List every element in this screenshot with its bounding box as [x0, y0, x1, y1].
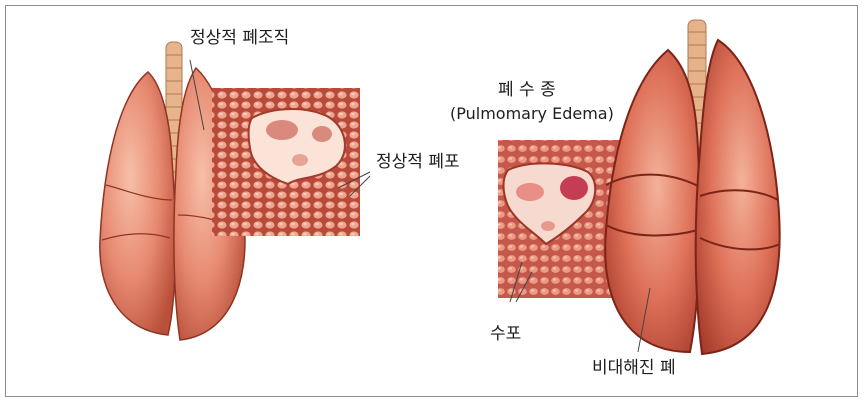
enlarged-right-lobe [696, 40, 780, 354]
label-enlarged-lung: 비대해진 폐 [592, 360, 676, 377]
normal-alveoli-inset [212, 88, 360, 236]
label-alveoli: 수포 [490, 326, 521, 343]
enlarged-left-lobe [605, 50, 700, 352]
label-edema-english: (Pulmomary Edema) [450, 106, 614, 122]
normal-left-lobe [100, 72, 176, 335]
label-normal-alveoli: 정상적 폐포 [376, 154, 460, 171]
enlarged-lung [605, 20, 780, 354]
label-normal-lung-tissue: 정상적 폐조직 [190, 30, 289, 47]
label-edema-title: 폐 수 종 [498, 82, 556, 99]
